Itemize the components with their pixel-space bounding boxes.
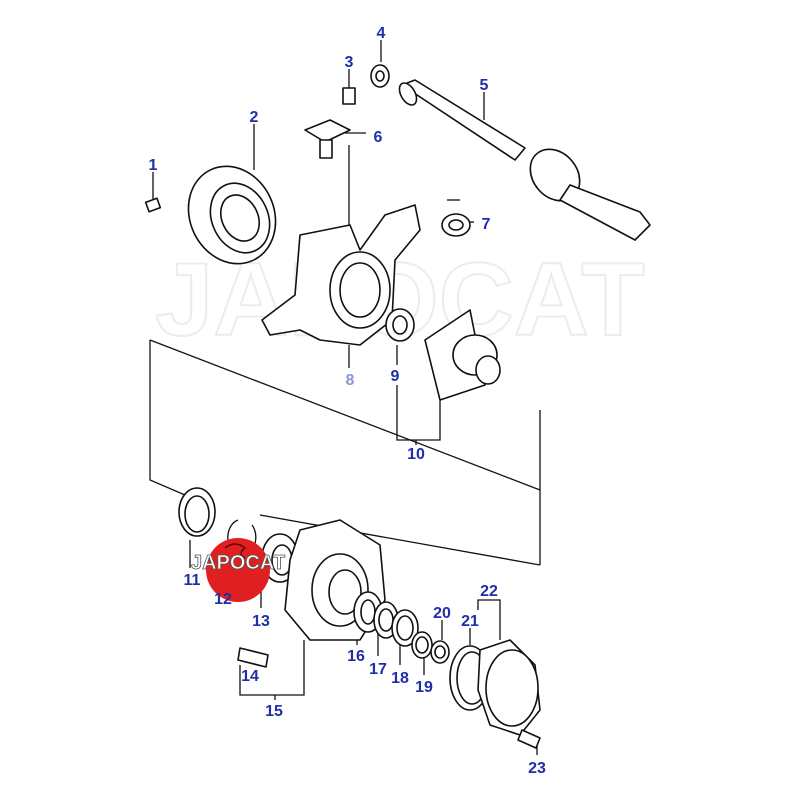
- spindle: [424, 309, 501, 401]
- leader-lines: [149, 40, 541, 755]
- callout-19[interactable]: 19: [415, 679, 433, 696]
- free-wheel-hub: [477, 639, 541, 736]
- callout-9[interactable]: 9: [391, 368, 400, 385]
- brake-backing-plate: [187, 165, 277, 265]
- callout-17[interactable]: 17: [369, 661, 387, 678]
- callout-12[interactable]: 12: [214, 591, 232, 608]
- callout-10[interactable]: 10: [407, 446, 425, 463]
- bolt-3: [342, 87, 356, 105]
- callout-22[interactable]: 22: [480, 583, 498, 600]
- callout-18[interactable]: 18: [391, 670, 409, 687]
- callout-16[interactable]: 16: [347, 648, 365, 665]
- steering-knuckle: [261, 204, 421, 346]
- callout-20[interactable]: 20: [433, 605, 451, 622]
- nut-18: [391, 609, 419, 647]
- spacer-20: [430, 640, 450, 664]
- snap-ring-19: [411, 631, 433, 659]
- front-drive-shaft: [398, 79, 651, 241]
- callout-15[interactable]: 15: [265, 703, 283, 720]
- callout-7[interactable]: 7: [482, 216, 491, 233]
- bolt-1: [144, 197, 162, 213]
- oil-seal-7: [441, 213, 471, 237]
- washer-4: [370, 64, 390, 88]
- callout-11[interactable]: 11: [184, 572, 201, 589]
- callout-21[interactable]: 21: [461, 613, 479, 630]
- hub-bolt-14: [237, 647, 269, 668]
- callout-14[interactable]: 14: [241, 668, 259, 685]
- callout-6[interactable]: 6: [374, 129, 383, 146]
- logo-text: JAPOCAT: [191, 552, 285, 574]
- japocat-logo: JAPOCAT: [191, 538, 285, 602]
- part-drawings: [144, 64, 651, 749]
- kingpin-cap: [304, 119, 351, 159]
- bolt-23: [517, 729, 541, 749]
- oil-seal-11: [178, 487, 216, 537]
- callout-23[interactable]: 23: [528, 760, 546, 777]
- callout-4[interactable]: 4: [377, 25, 386, 42]
- callout-5[interactable]: 5: [480, 77, 489, 94]
- callout-2[interactable]: 2: [250, 109, 259, 126]
- bushing-9: [385, 308, 415, 342]
- callout-13[interactable]: 13: [252, 613, 270, 630]
- callout-3[interactable]: 3: [345, 54, 354, 71]
- callout-8[interactable]: 8: [346, 372, 355, 389]
- callout-labels: 1 2 3 4 5 6 7 8 9 10 11 12 13 14 15 16 1…: [149, 25, 546, 777]
- callout-1[interactable]: 1: [149, 157, 158, 174]
